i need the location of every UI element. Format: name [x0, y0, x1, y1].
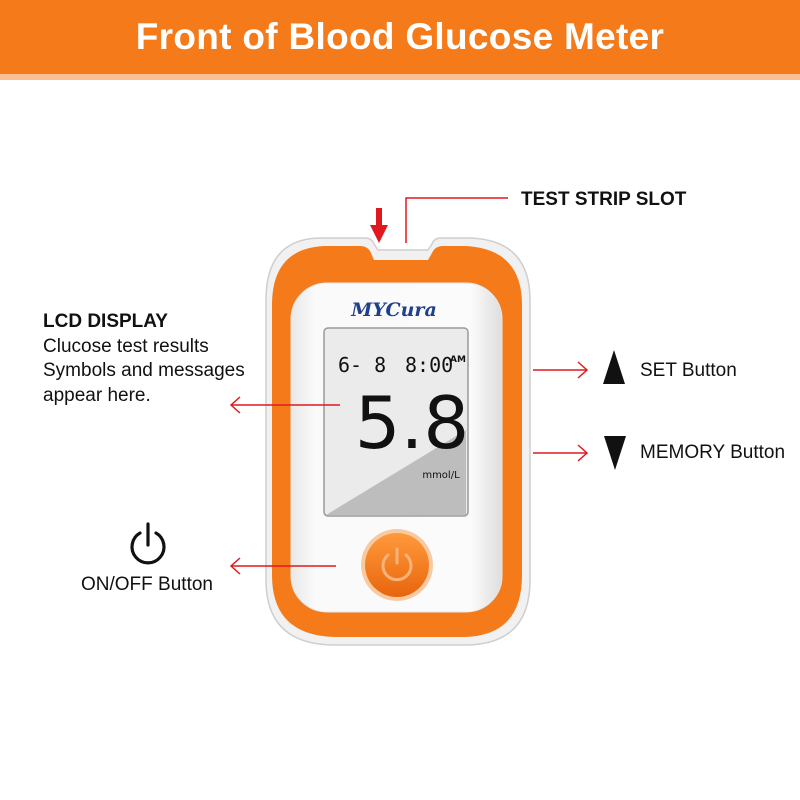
down-arrow-icon — [370, 208, 388, 243]
memory-button-label: MEMORY Button — [640, 442, 785, 464]
lcd-ampm: AM — [450, 355, 466, 365]
onoff-button-label: ON/OFF Button — [81, 574, 213, 596]
lcd-screen: 6- 8 8:00 AM 5.8 mmol/L — [324, 328, 469, 516]
test-strip-callout-line — [406, 198, 508, 243]
test-strip-slot-label: TEST STRIP SLOT — [521, 189, 686, 211]
set-button-label: SET Button — [640, 360, 737, 382]
lcd-reading: 5.8 — [355, 381, 470, 465]
lcd-unit: mmol/L — [422, 470, 460, 481]
triangle-down-icon — [604, 436, 626, 470]
memory-callout-arrow — [533, 445, 587, 461]
lcd-date: 6- 8 — [338, 353, 386, 377]
lcd-display-line: Clucose test results — [43, 335, 245, 360]
set-callout-arrow — [533, 362, 587, 378]
power-icon — [132, 524, 164, 563]
lcd-display-heading: LCD DISPLAY — [43, 310, 245, 335]
brand-logo: MYCura — [350, 299, 437, 321]
lcd-display-line: Symbols and messages — [43, 359, 245, 384]
lcd-display-line: appear here. — [43, 384, 245, 409]
triangle-up-icon — [603, 350, 625, 384]
lcd-display-description: LCD DISPLAY Clucose test results Symbols… — [43, 310, 245, 408]
power-button[interactable] — [361, 529, 433, 601]
lcd-time: 8:00 — [405, 353, 453, 377]
